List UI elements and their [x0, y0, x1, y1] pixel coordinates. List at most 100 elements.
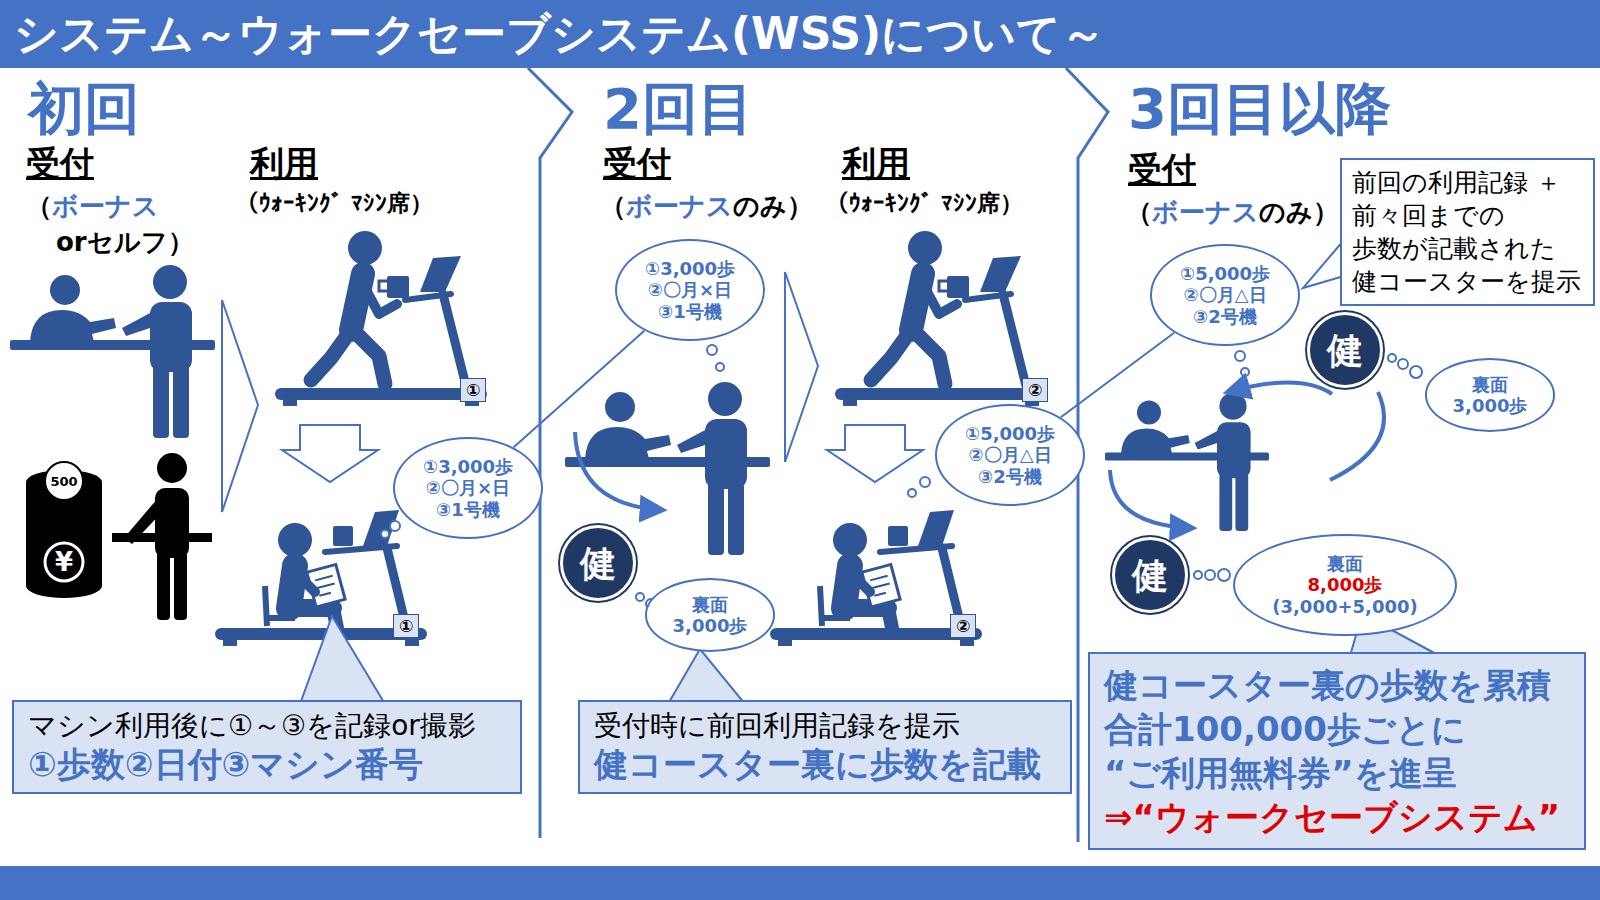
node-text: 合計100,000歩ごとに: [1104, 707, 1466, 751]
label-group: 受付: [1128, 150, 1196, 189]
section-label: 受付: [26, 144, 94, 183]
label-group: 3回目以降: [1128, 78, 1391, 140]
down-arrow: [827, 425, 923, 482]
node-text: 健: [1327, 332, 1363, 368]
node-text: 裏面: [1327, 553, 1363, 574]
node-text: ②〇月×日: [426, 477, 510, 498]
label-group: 利用: [842, 144, 910, 183]
section-label: 500: [50, 475, 77, 488]
machine-number: ②: [950, 614, 976, 638]
thought-cloud: 裏面3,000歩: [1425, 358, 1555, 431]
label-group: orセルフ）: [56, 228, 194, 258]
node-text: ②: [1028, 381, 1042, 400]
label-group: 受付: [26, 144, 94, 183]
node-text: ③2号機: [1193, 306, 1257, 327]
connector-line: [514, 331, 645, 447]
title-band: [0, 0, 1600, 68]
section-label: （ｳｫｰｷﾝｸﾞ ﾏｼﾝ席）: [836, 190, 1023, 216]
node-text: 健: [580, 545, 616, 581]
down-arrow: [282, 425, 378, 482]
node-text: ②〇月×日: [648, 279, 732, 300]
label-group: ¥: [44, 549, 84, 575]
node-text: ③1号機: [436, 499, 500, 520]
node-text: “ご利用無料券”を進呈: [1104, 751, 1457, 795]
reception-figure: [1105, 393, 1269, 531]
node-text: ②〇月△日: [968, 444, 1051, 465]
section-label: ボーナス: [1152, 198, 1259, 228]
thought-cloud: 裏面8,000歩(3,000+5,000): [1233, 534, 1456, 637]
section-label: 利用: [842, 144, 910, 183]
node-text: ①歩数②日付③マシン番号: [28, 743, 423, 786]
section-label: （: [600, 192, 626, 222]
coaster-icon: 健: [560, 525, 636, 601]
reception-figure: [10, 265, 215, 438]
seated-machine: [215, 510, 427, 646]
node-text: 健コースター裏の歩数を累積: [1104, 663, 1551, 707]
thought-cloud: ①3,000歩②〇月×日③1号機: [615, 239, 765, 342]
node-text: ⇒“ウォークセーブシステム”: [1104, 795, 1560, 839]
section-label: 受付: [1128, 150, 1196, 189]
callout-tail: [300, 240, 1440, 704]
node-text: 8,000歩: [1308, 574, 1383, 595]
node-text: 健: [1132, 557, 1168, 593]
node-text: ①: [466, 381, 480, 400]
coin-box: [26, 462, 102, 598]
section-label: ボーナス: [52, 192, 159, 222]
section-label: 初回: [28, 78, 140, 140]
label-group: 利用: [250, 144, 318, 183]
section-label: 3回目以降: [1128, 78, 1391, 140]
section-label: ¥: [55, 549, 73, 575]
section-divider: [528, 68, 572, 838]
machine-number: ②: [1022, 378, 1048, 402]
section-label: 利用: [250, 144, 318, 183]
label-group: 初回: [28, 78, 140, 140]
node-text: ①3,000歩: [423, 456, 513, 477]
node-text: 健コースター裏に歩数を記載: [594, 743, 1041, 786]
label-group: （ボーナス: [26, 192, 159, 222]
thought-cloud: 裏面3,000歩: [645, 578, 775, 651]
label-group: （ボーナスのみ）: [600, 192, 813, 222]
flow-chevron: [785, 272, 818, 462]
section-label: orセルフ）: [56, 228, 194, 258]
node-text: 前回の利用記録 ＋前々回までの 歩数が記載された 健コースターを提示: [1352, 166, 1583, 298]
callout-box: 健コースター裏の歩数を累積合計100,000歩ごとに“ご利用無料券”を進呈⇒“ウ…: [1088, 652, 1586, 850]
section-label: 受付: [603, 144, 671, 183]
seated-machine: [770, 510, 982, 646]
node-text: ③1号機: [658, 301, 722, 322]
flow-chevron: [222, 300, 258, 512]
section-label: （: [26, 192, 52, 222]
note-box: 前回の利用記録 ＋前々回までの 歩数が記載された 健コースターを提示: [1340, 158, 1595, 306]
footer-band: [0, 866, 1600, 900]
coaster-icon: 健: [1112, 537, 1188, 613]
node-text: ①: [399, 617, 413, 636]
node-text: 3,000歩: [673, 615, 748, 636]
callout-box: 受付時に前回利用記録を提示健コースター裏に歩数を記載: [578, 700, 1072, 794]
walking-machine: [835, 231, 1047, 406]
thought-cloud: ①3,000歩②〇月×日③1号機: [393, 437, 543, 540]
section-label: （: [1126, 198, 1152, 228]
node-text: ①5,000歩: [965, 423, 1055, 444]
node-text: マシン利用後に①～③を記録or撮影: [28, 708, 476, 743]
node-text: 裏面: [692, 594, 728, 615]
thought-cloud: ①5,000歩②〇月△日③2号機: [1150, 244, 1300, 347]
label-group: （ｳｫｰｷﾝｸﾞ ﾏｼﾝ席）: [836, 190, 1023, 216]
node-text: ①3,000歩: [645, 258, 735, 279]
label-group: 2回目: [603, 78, 754, 140]
machine-number: ①: [460, 378, 486, 402]
title-text: システム～ウォークセーブシステム(WSS)について～: [14, 8, 1105, 61]
connector-line: [1061, 333, 1174, 417]
node-text: ②〇月△日: [1183, 284, 1266, 305]
callout-box: マシン利用後に①～③を記録or撮影①歩数②日付③マシン番号: [12, 700, 522, 794]
handover-arrow: [575, 382, 1384, 528]
node-text: ①5,000歩: [1180, 263, 1270, 284]
payer-figure: [112, 453, 212, 620]
section-label: （ｳｫｰｷﾝｸﾞ ﾏｼﾝ席）: [246, 190, 433, 216]
label-group: 500: [44, 475, 84, 488]
node-text: ②: [956, 617, 970, 636]
section-label: のみ）: [733, 192, 813, 222]
coaster-icon: 健: [1307, 312, 1383, 388]
node-text: 3,000歩: [1453, 395, 1528, 416]
label-group: （ｳｫｰｷﾝｸﾞ ﾏｼﾝ席）: [246, 190, 433, 216]
label-group: （ボーナスのみ）: [1126, 198, 1339, 228]
node-text: ③2号機: [978, 466, 1042, 487]
